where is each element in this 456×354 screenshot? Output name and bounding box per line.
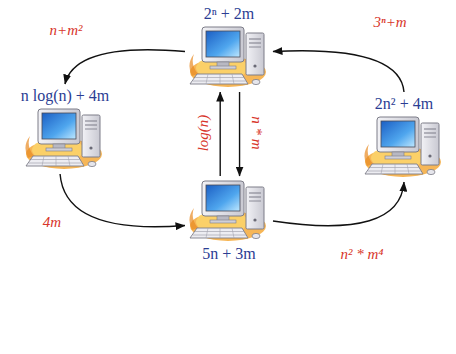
cost-edge-label: n * m — [248, 114, 266, 151]
computer-icon — [188, 178, 270, 244]
cost-edge-label: n+m² — [48, 21, 85, 39]
computer-icon — [24, 106, 106, 172]
computer-node: 5n + 3m — [185, 176, 273, 266]
computer-node: n log(n) + 4m — [16, 84, 115, 174]
cost-label: n log(n) + 4m — [19, 86, 112, 106]
flow-arrow — [60, 174, 185, 227]
cost-edge-label: 4m — [41, 213, 63, 231]
flow-arrow — [273, 182, 404, 226]
cost-label: 2n² + 4m — [373, 94, 435, 114]
flow-arrow — [273, 51, 404, 92]
computer-icon — [363, 114, 445, 180]
flow-arrow — [239, 92, 240, 176]
cost-label: 5n + 3m — [200, 244, 257, 264]
cost-edge-label: n² * m⁴ — [338, 245, 385, 263]
flow-arrow — [65, 50, 185, 84]
computer-node: 2ⁿ + 2m — [185, 2, 273, 92]
cost-edge-label: 3ⁿ+m — [371, 13, 408, 31]
computer-icon — [188, 24, 270, 90]
flow-arrow — [219, 92, 220, 176]
cost-label: 2ⁿ + 2m — [202, 4, 257, 24]
cost-edge-label: log(n) — [194, 113, 212, 154]
computer-node: 2n² + 4m — [360, 92, 448, 182]
